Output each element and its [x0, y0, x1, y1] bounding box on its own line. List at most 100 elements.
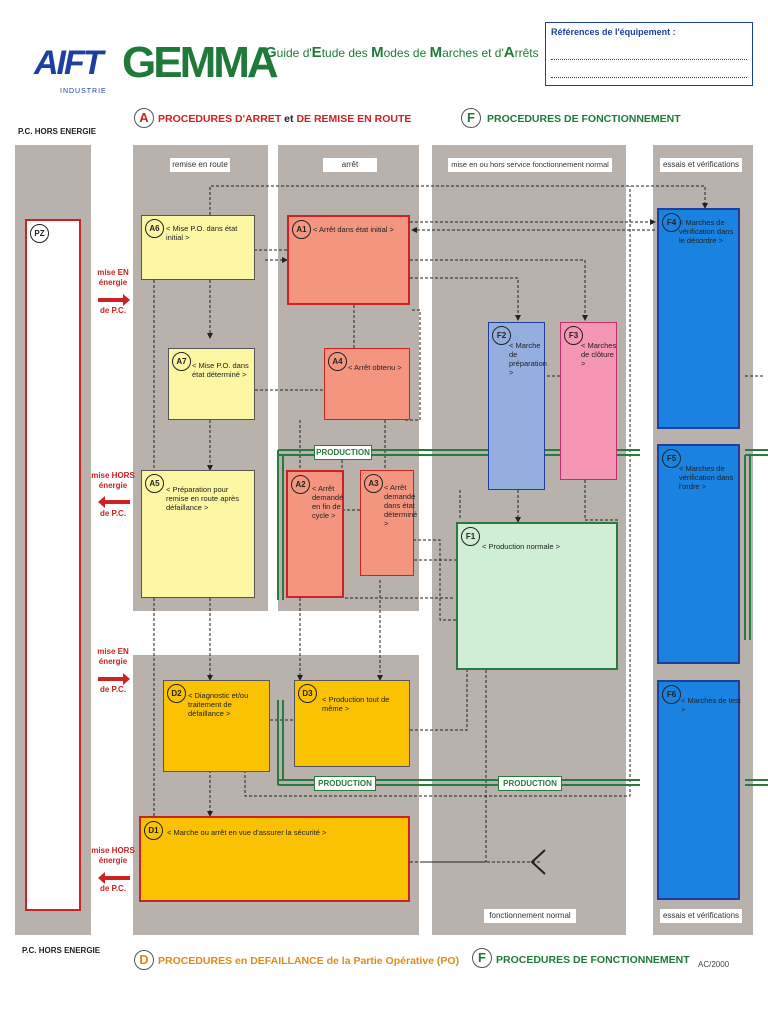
state-pz-code: PZ: [30, 224, 49, 243]
state-a3-code: A3: [364, 474, 383, 493]
subtitle-part-3: tude des: [321, 46, 372, 60]
state-d2-text: < Diagnostic et/ou traitement de défaill…: [188, 691, 249, 718]
side1-l1: énergie: [98, 278, 128, 287]
section-d-letter: D: [134, 950, 154, 970]
side3-l0: mise EN: [97, 647, 129, 656]
side4-l3: de P.C.: [99, 884, 127, 893]
state-f1[interactable]: F1 < Production normale >: [456, 522, 618, 670]
state-f3[interactable]: F3 < Marches de clôture >: [560, 322, 617, 480]
aift-logo-text: AIFT: [34, 44, 104, 82]
section-f-letter: F: [461, 108, 481, 128]
label-mise-service: mise en ou hors service fonctionnement n…: [448, 158, 612, 172]
state-a4-text: < Arrêt obtenu >: [348, 363, 402, 372]
side4-l1: énergie: [98, 856, 128, 865]
section-f2-title: PROCEDURES DE FONCTIONNEMENT: [496, 954, 690, 966]
state-a2[interactable]: A2 < Arrêt demandé en fin de cycle >: [286, 470, 344, 598]
references-box: Références de l'équipement :: [545, 22, 753, 86]
state-a5-code: A5: [145, 474, 164, 493]
arrow-mise-hors-energie-2: [98, 872, 130, 884]
state-a7-code: A7: [172, 352, 191, 371]
state-f4[interactable]: F4 < Marches de vérification dans le dés…: [657, 208, 740, 429]
state-f6-text: < Marches de test >: [681, 696, 741, 714]
state-d1-code: D1: [144, 821, 163, 840]
side3-l1: énergie: [98, 657, 128, 666]
label-arret: arrêt: [323, 158, 377, 172]
label-essais-top: essais et vérifications: [660, 158, 742, 172]
state-f3-text: < Marches de clôture >: [581, 341, 617, 368]
state-f6[interactable]: F6 < Marches de test >: [657, 680, 741, 900]
side2-l3: de P.C.: [99, 509, 127, 518]
side2-l0: mise HORS: [91, 471, 135, 480]
subtitle-part-9: rrêts: [514, 46, 539, 60]
state-a4-code: A4: [328, 352, 347, 371]
side1-l0: mise EN: [97, 268, 129, 277]
section-d-title: PROCEDURES en DEFAILLANCE de la Partie O…: [158, 955, 459, 967]
state-a7-text: < Mise P.O. dans état déterminé >: [192, 361, 249, 379]
arrow-mise-hors-energie-1: [98, 496, 130, 508]
state-f1-code: F1: [461, 527, 480, 546]
side4-l0: mise HORS: [91, 846, 135, 855]
state-a1-code: A1: [292, 220, 311, 239]
production-label-1: PRODUCTION: [314, 445, 372, 460]
side-mise-en-energie-2: mise EN énergie de P.C.: [88, 647, 138, 695]
production-label-2: PRODUCTION: [314, 776, 376, 791]
state-f4-text: < Marches de vérification dans le désord…: [679, 218, 734, 245]
state-a1[interactable]: A1 < Arrêt dans état initial >: [287, 215, 410, 305]
section-d-title-1: PROCEDURES: [158, 955, 233, 967]
production-label-3: PRODUCTION: [498, 776, 562, 791]
aift-logo-sub: INDUSTRIE: [60, 88, 107, 95]
state-d1[interactable]: D1 < Marche ou arrêt en vue d'assurer la…: [139, 816, 410, 902]
state-a2-text: < Arrêt demandé en fin de cycle >: [312, 484, 344, 520]
section-f-title: PROCEDURES DE FONCTIONNEMENT: [487, 113, 681, 125]
side-mise-hors-energie-1: mise HORS énergie de P.C.: [88, 471, 138, 519]
section-a-letter: A: [134, 108, 154, 128]
state-d2[interactable]: D2 < Diagnostic et/ou traitement de défa…: [163, 680, 270, 772]
subtitle-part-5: odes de: [383, 46, 430, 60]
state-pz[interactable]: PZ: [25, 219, 81, 911]
state-d3-code: D3: [298, 684, 317, 703]
label-fonctionnement-normal: fonctionnement normal: [484, 909, 576, 923]
side-mise-hors-energie-2: mise HORS énergie de P.C.: [88, 846, 138, 894]
references-label: Références de l'équipement :: [551, 27, 676, 37]
subtitle-part-1: uide d': [276, 46, 312, 60]
subtitle-part-7: arches et d': [442, 46, 504, 60]
subtitle-part-2: E: [311, 44, 322, 61]
references-line-1[interactable]: [551, 59, 747, 60]
state-a3[interactable]: A3 < Arrêt demandé dans état déterminé >: [360, 470, 417, 576]
subtitle-part-8: A: [503, 44, 515, 61]
section-d-title-2: en DEFAILLANCE de la Partie Opérative (P…: [232, 955, 460, 967]
state-f4-code: F4: [662, 213, 681, 232]
state-a1-text: < Arrêt dans état initial >: [313, 225, 394, 234]
section-f2-letter: F: [472, 948, 492, 968]
label-essais-bottom: essais et vérifications: [660, 909, 742, 923]
section-a-title: PROCEDURES D'ARRET et DE REMISE EN ROUTE: [158, 113, 411, 125]
gemma-subtitle: Guide d'Etude des Modes de Marches et d'…: [265, 44, 539, 61]
pc-hors-energie-top: P.C. HORS ENERGIE: [18, 127, 97, 136]
pc-hors-energie-bottom: P.C. HORS ENERGIE: [22, 946, 101, 955]
state-f5[interactable]: F5 < Marches de vérification dans l'ordr…: [657, 444, 740, 664]
section-a-title-3: DE REMISE EN ROUTE: [296, 113, 412, 125]
section-a-title-2: et: [281, 113, 297, 125]
footer-code: AC/2000: [698, 960, 730, 969]
state-f3-code: F3: [564, 326, 583, 345]
state-a5[interactable]: A5 < Préparation pour remise en route ap…: [141, 470, 255, 598]
subtitle-part-0: G: [265, 44, 277, 61]
references-line-2[interactable]: [551, 77, 747, 78]
state-f2-code: F2: [492, 326, 511, 345]
state-f5-text: < Marches de vérification dans l'ordre >: [679, 464, 734, 491]
gemma-title: GEMMA: [122, 38, 279, 87]
side2-l1: énergie: [98, 481, 128, 490]
state-a2-code: A2: [291, 475, 310, 494]
aift-logo: AIFT INDUSTRIE: [34, 36, 114, 102]
subtitle-part-6: M: [429, 44, 443, 61]
state-d3[interactable]: D3 < Production tout de même >: [294, 680, 410, 767]
state-a6-text: < Mise P.O. dans état initial >: [166, 224, 238, 242]
state-d2-code: D2: [167, 684, 186, 703]
state-a6[interactable]: A6 < Mise P.O. dans état initial >: [141, 215, 255, 280]
state-f1-text: < Production normale >: [482, 542, 560, 551]
arrow-mise-en-energie-2: [98, 673, 130, 685]
state-f2[interactable]: F2 < Marche de préparation >: [488, 322, 547, 490]
subtitle-part-4: M: [371, 44, 384, 61]
state-a7[interactable]: A7 < Mise P.O. dans état déterminé >: [168, 348, 255, 420]
state-a4[interactable]: A4 < Arrêt obtenu >: [324, 348, 410, 420]
